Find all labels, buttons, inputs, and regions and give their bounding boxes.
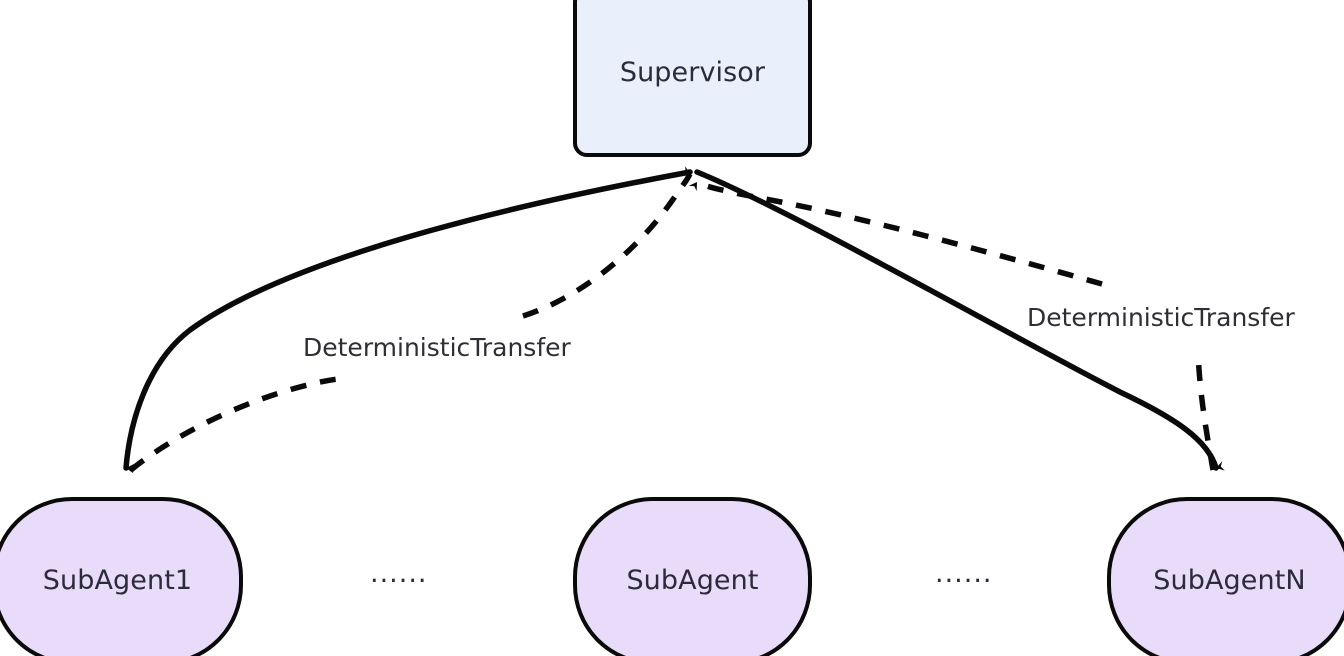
edge-subagentN-to-supervisor-upper [688, 179, 1103, 287]
node-subagentN[interactable]: SubAgentN [1107, 497, 1344, 656]
node-supervisor[interactable]: Supervisor [573, 0, 812, 157]
edge-subagentN-to-supervisor-lower [1195, 351, 1216, 471]
edge-label-deterministic-transfer-right: DeterministicTransfer [1022, 303, 1300, 334]
edge-subagent1-to-supervisor-upper [522, 166, 693, 319]
edge-subagent1-to-supervisor-lower [129, 376, 339, 473]
node-subagent-middle[interactable]: SubAgent [573, 497, 812, 656]
node-subagent1[interactable]: SubAgent1 [0, 497, 243, 656]
ellipsis-left: ...... [370, 558, 428, 589]
ellipsis-right: ...... [935, 558, 993, 589]
edge-label-deterministic-transfer-left: DeterministicTransfer [298, 333, 576, 364]
edge-supervisor-to-subagent1 [123, 169, 693, 474]
